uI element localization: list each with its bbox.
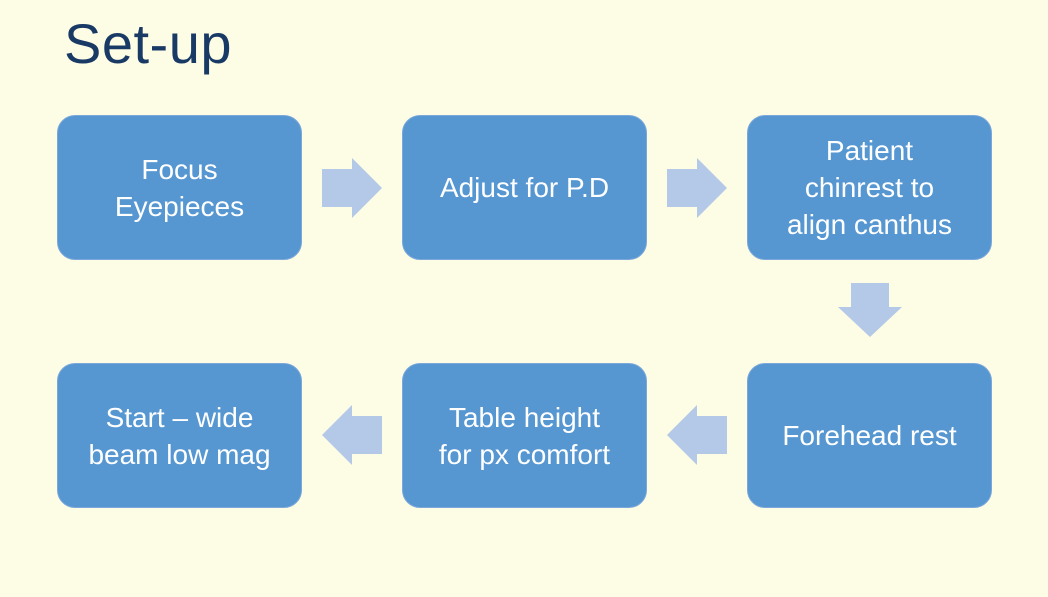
flow-step-adjust-for-pd: Adjust for P.D [402,115,647,260]
arrow-left-icon [667,405,727,465]
arrow-right-icon [667,158,727,218]
flow-step-patient-chinrest: Patient chinrest to align canthus [747,115,992,260]
arrow-left-icon [322,405,382,465]
arrow-right-icon [322,158,382,218]
arrow-down-icon [838,283,902,337]
flow-step-focus-eyepieces: Focus Eyepieces [57,115,302,260]
flow-step-start-wide-beam: Start – wide beam low mag [57,363,302,508]
flow-step-table-height: Table height for px comfort [402,363,647,508]
slide-title: Set-up [64,12,232,75]
flow-step-forehead-rest: Forehead rest [747,363,992,508]
